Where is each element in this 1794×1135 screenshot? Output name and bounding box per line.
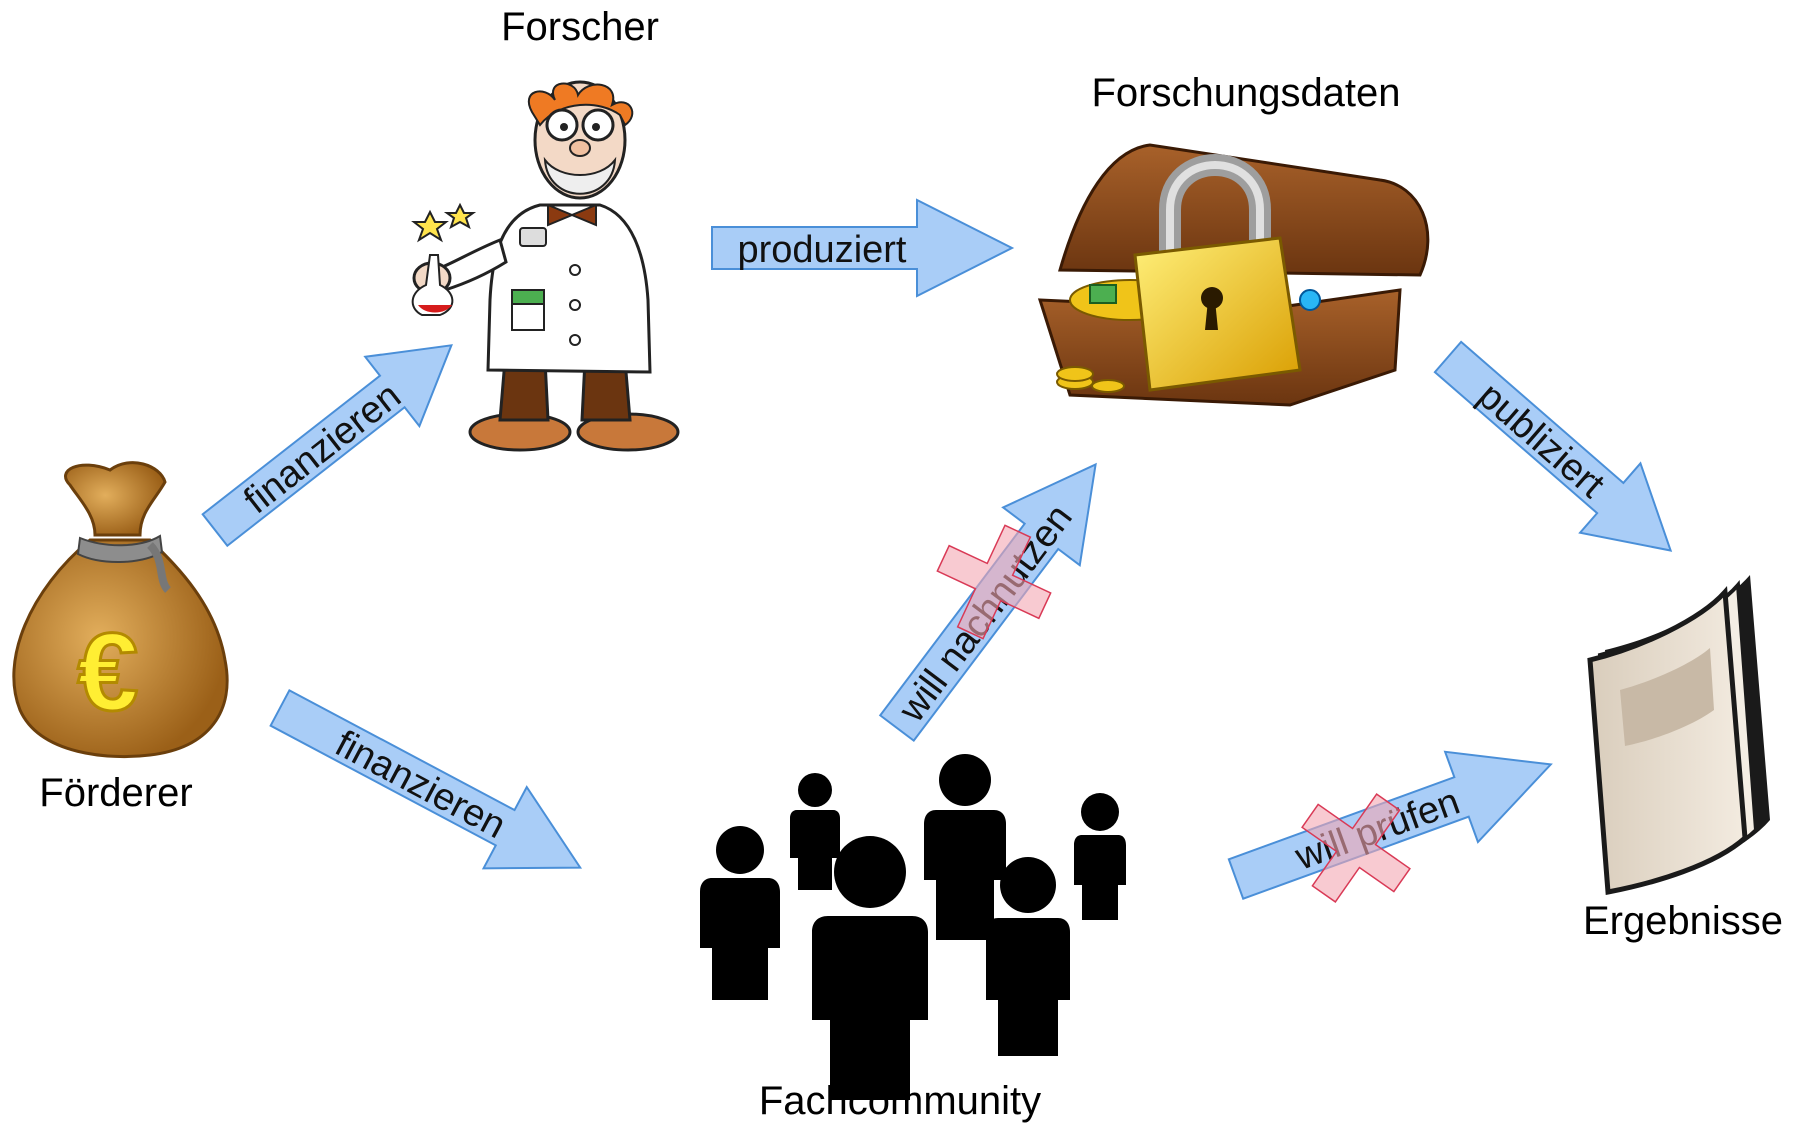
results-label: Ergebnisse xyxy=(1583,899,1783,943)
arrow-data-to-results: publiziert xyxy=(1433,340,1673,552)
arrow-community-to-results: will prüfen xyxy=(1227,750,1553,901)
arrow-label-funder-to-researcher: finanzieren xyxy=(236,375,408,523)
locked-treasure-chest-icon xyxy=(1037,143,1430,407)
scientist-icon xyxy=(411,80,680,452)
money-bag-icon: € xyxy=(12,461,229,758)
book-icon xyxy=(1587,575,1770,895)
funder-label: Förderer xyxy=(39,771,192,815)
research-data-label: Forschungsdaten xyxy=(1091,71,1400,115)
cross-mark-icon xyxy=(1301,793,1411,903)
arrow-label-researcher-to-data: produziert xyxy=(738,229,907,271)
arrow-label-funder-to-community: finanzieren xyxy=(328,723,512,847)
people-group-icon xyxy=(700,754,1126,1100)
cross-mark-icon xyxy=(936,524,1052,640)
arrow-researcher-to-data: produziert xyxy=(711,198,1015,298)
researcher-label: Forscher xyxy=(501,5,659,49)
arrow-label-data-to-results: publiziert xyxy=(1470,375,1613,507)
arrow-funder-to-researcher: finanzieren xyxy=(201,344,453,548)
arrow-funder-to-community: finanzieren xyxy=(269,688,583,870)
euro-sign-icon: € xyxy=(77,611,138,734)
